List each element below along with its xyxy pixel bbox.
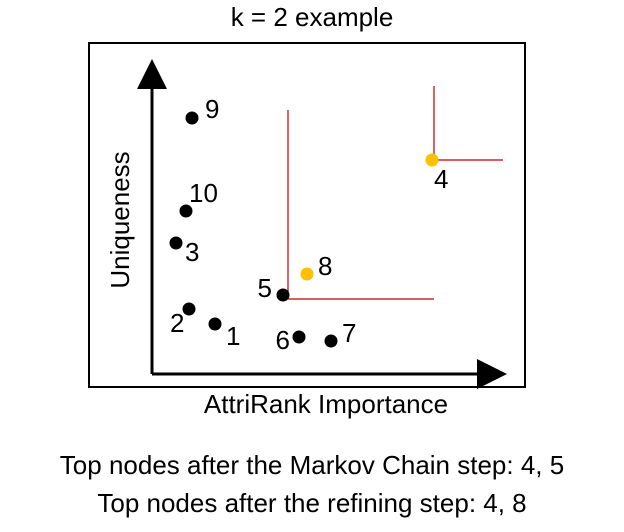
scatter-plot: AttriRank Importance Uniqueness 1 2 3 4 56 7 8… (105, 59, 507, 419)
y-axis-label: Uniqueness (105, 151, 135, 288)
node-1-point (208, 317, 222, 331)
node-10-label: 10 (189, 178, 218, 208)
node-9-point (185, 111, 199, 125)
node-7-point (324, 334, 338, 348)
node-5-point (276, 288, 290, 302)
node-4-point (425, 153, 439, 167)
node-4-label: 4 (434, 164, 448, 194)
x-axis-label: AttriRank Importance (204, 389, 448, 419)
node-9-label: 9 (205, 94, 219, 124)
node-6-label: 6 (276, 325, 290, 355)
node-2-point (182, 302, 196, 316)
points-layer: 1 2 3 4 56 7 8 9 10 (169, 94, 448, 355)
diagram-title: k = 2 example (230, 2, 394, 32)
node-6-point (292, 330, 306, 344)
node-8-point (300, 267, 314, 281)
plot-frame (88, 42, 526, 388)
node-3-point (169, 236, 183, 250)
caption-refining-step: Top nodes after the refining step: 4, 8 (97, 488, 527, 518)
node-2-label: 2 (170, 308, 184, 338)
node-8-label: 8 (318, 251, 332, 281)
node-1-label: 1 (226, 321, 240, 351)
node-3-label: 3 (185, 237, 199, 267)
node-10-point (179, 204, 193, 218)
node-5-label: 5 (258, 273, 272, 303)
caption-markov-step: Top nodes after the Markov Chain step: 4… (59, 450, 565, 480)
node-7-label: 7 (342, 318, 356, 348)
